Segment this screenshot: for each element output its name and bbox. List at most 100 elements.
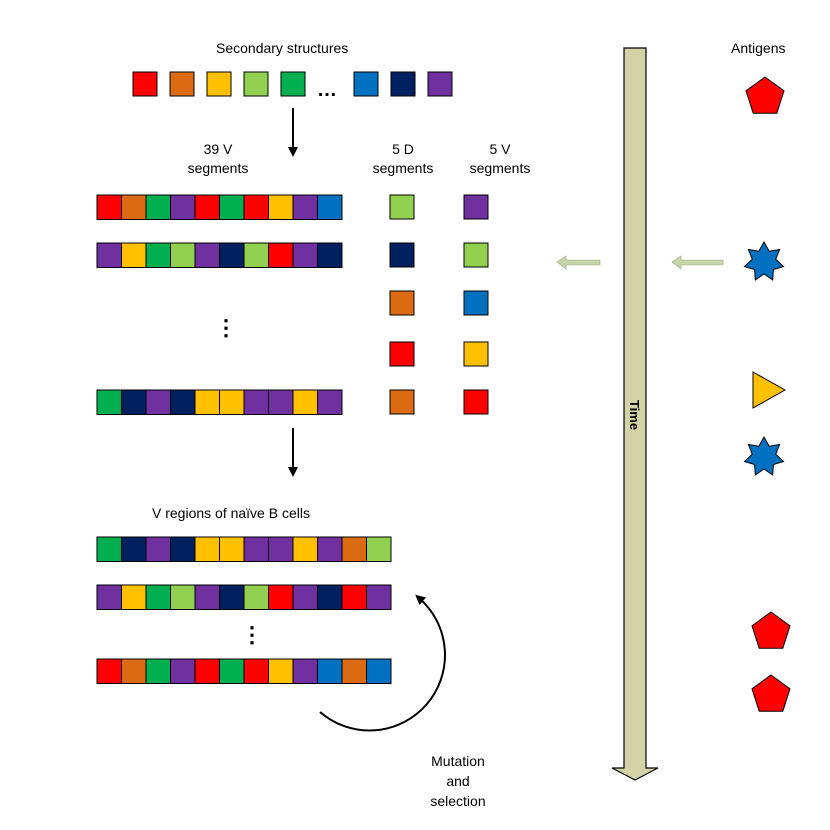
naive-v-region-square	[96, 658, 122, 684]
v5-segment-square	[463, 194, 489, 220]
naive-v-region-square	[145, 584, 171, 610]
naive-v-region-square	[366, 584, 392, 610]
feed-arrow-right	[671, 255, 724, 270]
v-segment-square	[170, 194, 196, 220]
star-antigen-icon	[743, 240, 785, 281]
naive-v-region-square	[268, 536, 294, 562]
naive-v-region-square	[243, 584, 269, 610]
naive-v-region-square	[268, 658, 294, 684]
v-segment-square	[292, 194, 318, 220]
naive-v-region-square	[292, 584, 318, 610]
vertical-ellipsis-naive: ⋮	[241, 622, 263, 647]
v-segment-square	[268, 194, 294, 220]
naive-v-region-row	[96, 584, 392, 610]
horizontal-ellipsis: …	[317, 79, 338, 101]
naive-v-region-square	[194, 536, 220, 562]
naive-v-region-rows	[96, 536, 392, 684]
v-segment-square	[170, 389, 196, 415]
naive-v-region-square	[121, 536, 147, 562]
v-segment-square	[219, 194, 245, 220]
v5-segment-square	[463, 341, 489, 367]
naive-v-region-square	[243, 536, 269, 562]
naive-v-region-square	[121, 658, 147, 684]
naive-v-region-square	[366, 536, 392, 562]
pentagon-antigen-icon	[751, 611, 791, 649]
antigens-label: Antigens	[731, 40, 786, 56]
pentagon-antigen-icon	[751, 674, 791, 712]
d-segment-square	[389, 242, 415, 268]
secondary-structures-label: Secondary structures	[216, 40, 349, 56]
d-segment-square	[389, 389, 415, 415]
antigens-column	[743, 76, 791, 712]
secondary-structure-square	[169, 71, 195, 97]
d-segments-label-line1: 5 D	[392, 141, 414, 157]
mutation-cycle-arrow	[319, 594, 446, 732]
secondary-structure-square	[243, 71, 269, 97]
v-segment-square	[317, 389, 343, 415]
naive-v-region-square	[219, 584, 245, 610]
naive-v-region-square	[243, 658, 269, 684]
v-segment-square	[243, 242, 269, 268]
pentagon-antigen-icon	[745, 76, 785, 114]
v-segment-square	[194, 389, 220, 415]
naive-v-region-square	[121, 584, 147, 610]
v-segment-row	[96, 242, 343, 268]
v-segment-square	[96, 194, 122, 220]
v-segment-square	[194, 242, 220, 268]
naive-v-region-square	[292, 536, 318, 562]
naive-v-region-square	[170, 658, 196, 684]
d-segment-square	[389, 290, 415, 316]
naive-v-region-square	[317, 658, 343, 684]
v5-segment-square	[463, 389, 489, 415]
secondary-structure-square	[280, 71, 306, 97]
naive-v-region-row	[96, 536, 392, 562]
feed-arrow-left	[556, 255, 601, 270]
naive-v-region-square	[170, 584, 196, 610]
mutation-label-line1: Mutation	[431, 753, 485, 769]
naive-v-region-square	[219, 536, 245, 562]
naive-v-region-square	[292, 658, 318, 684]
star-antigen-icon	[743, 435, 785, 476]
naive-v-region-square	[341, 584, 367, 610]
secondary-structure-square	[353, 71, 379, 97]
v-segment-square	[121, 242, 147, 268]
d-segments-label-line2: segments	[372, 160, 434, 176]
naive-v-region-square	[170, 536, 196, 562]
naive-v-region-square	[145, 536, 171, 562]
v-segment-row	[96, 194, 343, 220]
v-segment-square	[219, 389, 245, 415]
mutation-label-line3: selection	[430, 793, 486, 809]
time-label: Time	[627, 399, 642, 431]
v-segment-square	[96, 242, 122, 268]
naive-v-region-square	[341, 658, 367, 684]
v-segment-square	[145, 242, 171, 268]
naive-v-regions-label: V regions of naïve B cells	[152, 505, 310, 521]
v-segment-square	[121, 389, 147, 415]
naive-v-region-square	[194, 584, 220, 610]
vertical-ellipsis-v-segments: ⋮	[215, 315, 237, 340]
d-segment-square	[389, 194, 415, 220]
v5-segments-label-line2: segments	[469, 160, 531, 176]
v-segment-square	[219, 242, 245, 268]
v-segment-square	[170, 242, 196, 268]
v-segment-square	[268, 389, 294, 415]
d-segment-square	[389, 341, 415, 367]
naive-v-region-square	[219, 658, 245, 684]
v-segment-square	[145, 194, 171, 220]
v-segment-square	[243, 389, 269, 415]
naive-v-region-square	[268, 584, 294, 610]
time-arrow	[611, 47, 659, 781]
v-segment-square	[121, 194, 147, 220]
secondary-structure-square	[390, 71, 416, 97]
v-segments-label-line2: segments	[187, 160, 249, 176]
secondary-structure-square	[427, 71, 453, 97]
naive-v-region-row	[96, 658, 392, 684]
v-segment-square	[292, 242, 318, 268]
d-segments-column	[389, 194, 415, 415]
v-segment-square	[96, 389, 122, 415]
mutation-label-line2: and	[446, 773, 470, 789]
v-segment-square	[243, 194, 269, 220]
v-segment-square	[145, 389, 171, 415]
